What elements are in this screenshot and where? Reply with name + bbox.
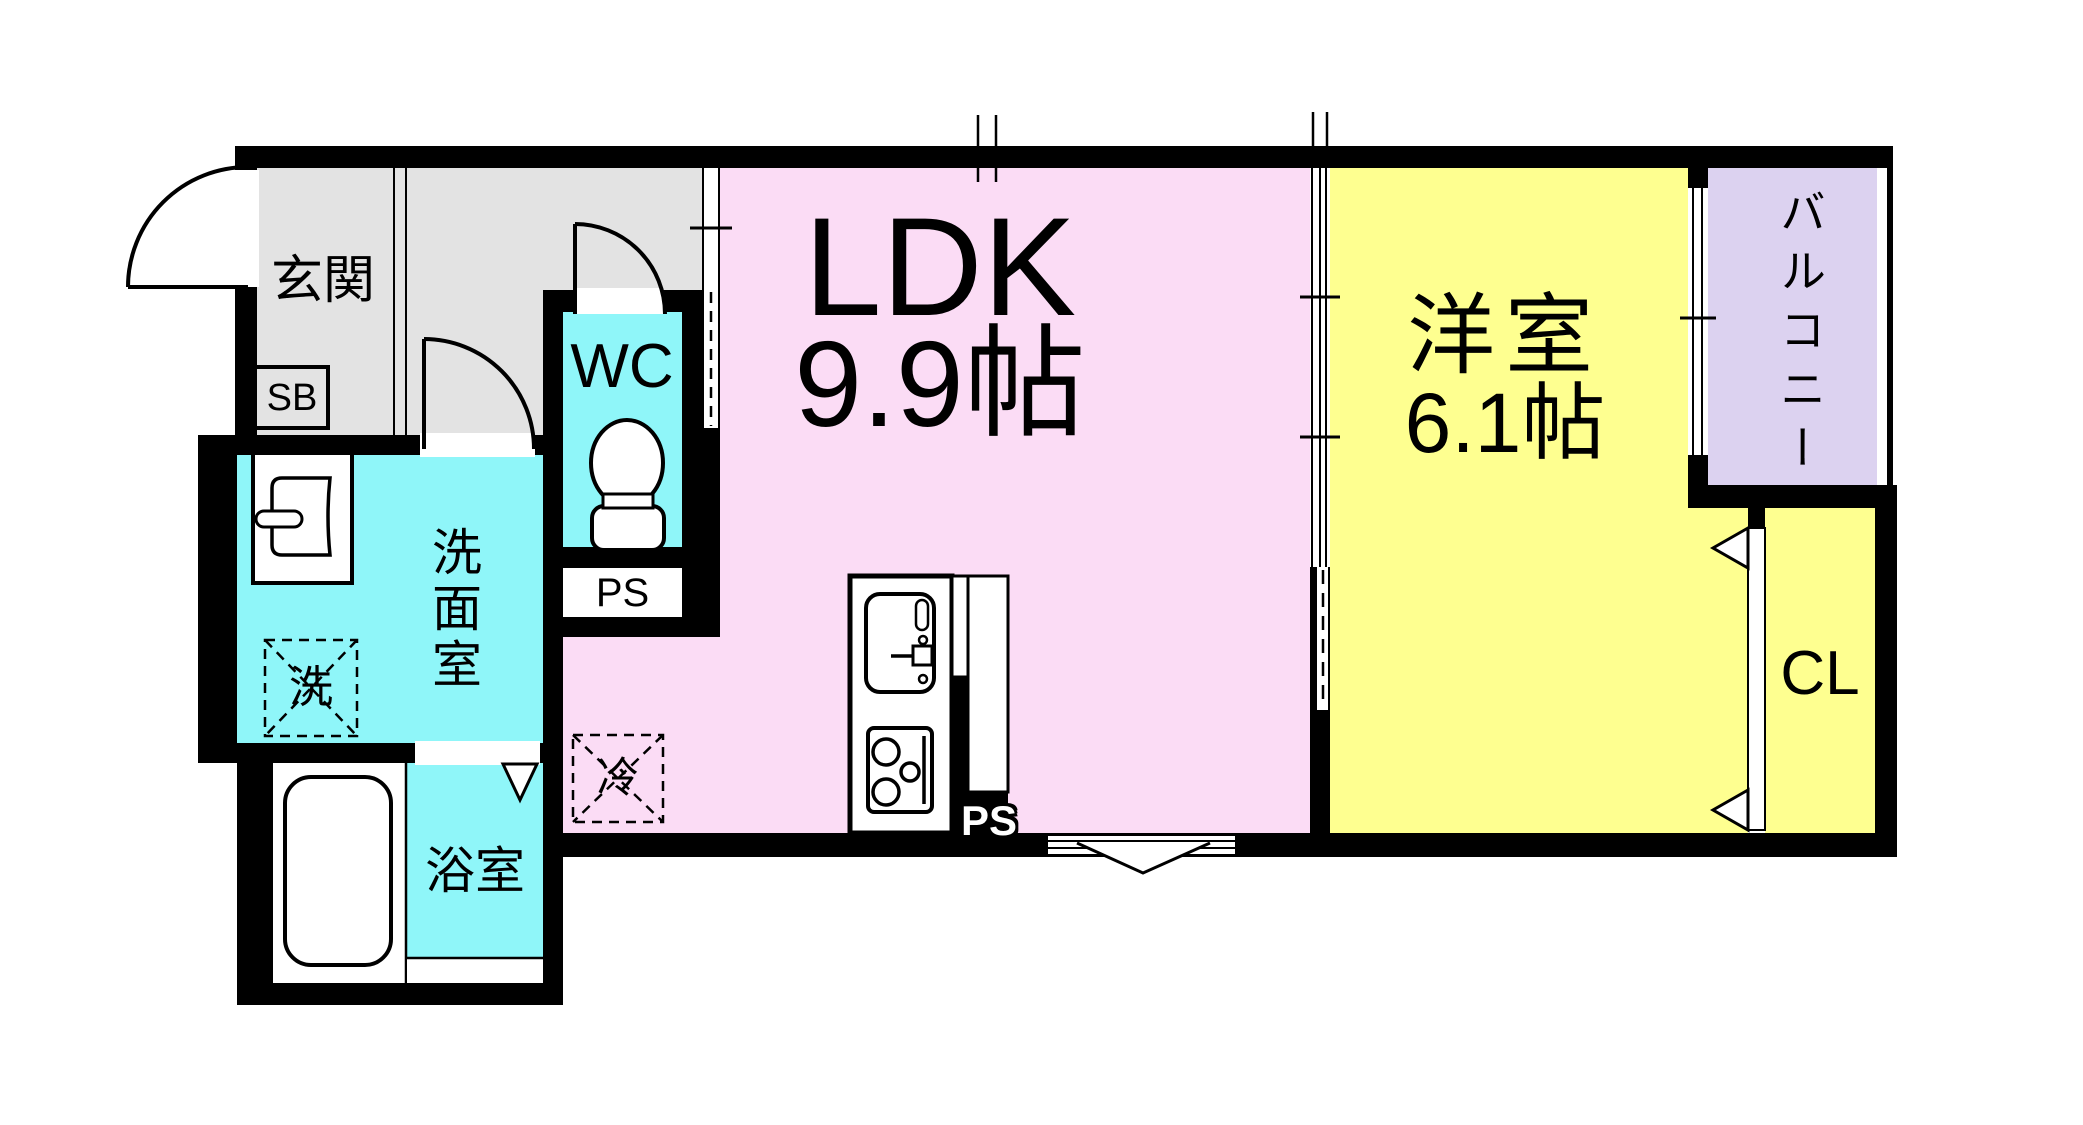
shoe-box-label: SB bbox=[266, 377, 318, 419]
pipe-space-lower-label: PS bbox=[960, 797, 1018, 844]
ldk-label: LDK bbox=[803, 188, 1077, 345]
balcony-railing bbox=[1887, 146, 1893, 512]
wc-door-arc bbox=[574, 222, 667, 315]
refrigerator-outline bbox=[571, 733, 665, 824]
washroom-door-arc bbox=[423, 337, 536, 450]
bathroom-ledge bbox=[407, 958, 543, 983]
kitchen-unit bbox=[847, 573, 1010, 836]
wall-ps-bottom bbox=[543, 617, 720, 637]
wall-kitchen-strip-b bbox=[968, 792, 1008, 833]
wc-door-opening bbox=[573, 288, 663, 314]
entrance-door-arc bbox=[126, 165, 249, 288]
closet-area bbox=[1765, 508, 1875, 833]
wall-balcony-window-bottom bbox=[1688, 455, 1708, 485]
sink-knob-2 bbox=[917, 673, 929, 685]
refrigerator-diag-2 bbox=[572, 734, 664, 823]
wall-right bbox=[1875, 508, 1897, 857]
balcony-area bbox=[1708, 168, 1877, 485]
sink-drainer bbox=[914, 598, 930, 632]
wall-washroom-left bbox=[198, 435, 237, 763]
washing-machine-diag-2 bbox=[264, 639, 358, 737]
wall-partition-low bbox=[1310, 710, 1330, 833]
washbasin-icon bbox=[251, 451, 354, 585]
wall-bath-left bbox=[237, 763, 273, 1005]
washing-machine-diag-1 bbox=[264, 639, 358, 737]
washbasin-unit bbox=[251, 451, 354, 585]
balcony-label: バルコニー bbox=[1774, 187, 1826, 483]
sink-faucet-body bbox=[911, 644, 934, 667]
ldk-size-label: 9.9帖 bbox=[794, 316, 1086, 452]
closet-door-triangle-bottom bbox=[1709, 787, 1750, 833]
wall-top bbox=[235, 146, 1887, 168]
walls bbox=[198, 146, 1897, 1005]
kitchen-counter-side bbox=[950, 574, 970, 679]
stove-burner-3 bbox=[899, 761, 921, 783]
partition-opening bbox=[1317, 567, 1330, 710]
wc-label: WC bbox=[570, 332, 674, 401]
toilet-icon bbox=[589, 418, 666, 552]
stove-burner-2 bbox=[871, 777, 901, 807]
bathroom-label: 浴室 bbox=[425, 843, 525, 899]
kitchen-sink-icon bbox=[864, 592, 936, 694]
wall-closet-door-stub bbox=[1748, 508, 1765, 528]
doors bbox=[126, 165, 667, 450]
refrigerator-diag-1 bbox=[572, 734, 664, 823]
openings bbox=[233, 112, 1716, 875]
balcony-window bbox=[1688, 188, 1708, 455]
entrance-door-opening bbox=[233, 170, 259, 287]
stove-burner-1 bbox=[871, 737, 901, 767]
washbasin-faucet bbox=[254, 509, 304, 529]
bathtub-icon bbox=[273, 763, 543, 983]
ldk-area bbox=[563, 168, 1310, 833]
sink-knob-1 bbox=[917, 634, 929, 646]
wall-wc-bottom bbox=[543, 547, 702, 568]
closet-label: CL bbox=[1780, 639, 1860, 708]
wall-hall-strip bbox=[702, 428, 720, 637]
wall-wc-right bbox=[682, 290, 702, 637]
shoe-box bbox=[253, 365, 330, 430]
washing-machine-box bbox=[263, 638, 359, 738]
entrance-label: 玄関 bbox=[270, 252, 375, 310]
pipe-space-upper-box bbox=[563, 568, 682, 617]
ldk-window-v-marker bbox=[1076, 841, 1211, 875]
bedroom-label: 洋室 bbox=[1406, 286, 1603, 385]
wall-balcony-bottom bbox=[1688, 485, 1897, 508]
refrigerator-label: 冷 bbox=[596, 754, 639, 801]
stove-icon bbox=[866, 726, 934, 814]
closet-door-strip bbox=[1747, 527, 1766, 831]
toilet-tank bbox=[590, 504, 666, 552]
bathtub bbox=[283, 775, 393, 967]
pipe-space-upper-label: PS bbox=[595, 571, 650, 615]
wall-balcony-window-top bbox=[1688, 168, 1708, 188]
wall-partition-mid bbox=[1310, 567, 1317, 710]
toilet-seat-hinge bbox=[601, 492, 655, 510]
entrance-hall-area bbox=[257, 168, 702, 290]
bedroom-area bbox=[1330, 168, 1748, 833]
bedroom-size-label: 6.1帖 bbox=[1404, 376, 1606, 470]
wall-kitchen-strip-a bbox=[952, 677, 968, 833]
washing-machine-label: 洗 bbox=[289, 663, 333, 712]
wall-bath-bottom bbox=[237, 983, 563, 1005]
washroom-label: 洗面室 bbox=[425, 526, 481, 694]
washing-machine-outline bbox=[263, 638, 359, 738]
bathroom-door-triangle bbox=[500, 762, 540, 804]
closet-door-triangle-top bbox=[1709, 525, 1750, 571]
refrigerator-box bbox=[571, 733, 665, 824]
kitchen-ps-column bbox=[966, 574, 1010, 794]
washroom-door-opening bbox=[420, 433, 535, 457]
bathroom-door-opening bbox=[415, 741, 540, 765]
wall-central bbox=[543, 290, 563, 1005]
